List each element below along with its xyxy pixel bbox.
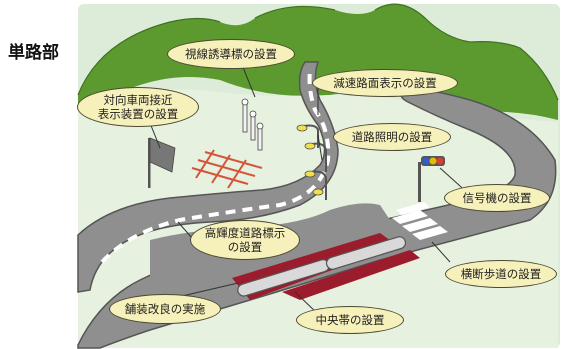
callout-median-strip: 中央帯の設置 (296, 306, 404, 334)
callout-visual-guidance: 視線誘導標の設置 (167, 39, 295, 69)
callout-oncoming-vehicle-display: 対向車両接近 表示装置の設置 (77, 87, 199, 127)
crosswalk-stripes (392, 202, 448, 240)
central-medians (237, 236, 407, 297)
callout-traffic-signal: 信号機の設置 (444, 184, 550, 212)
approach-warning-sign (148, 137, 176, 188)
callout-road-lighting: 道路照明の設置 (333, 123, 451, 151)
callout-crosswalk: 横断歩道の設置 (445, 260, 557, 288)
leader-lines (147, 54, 471, 315)
traffic-signal-icon (418, 156, 445, 202)
callout-high-brightness-marking: 高輝度道路標示 の設置 (190, 220, 300, 260)
callout-pavement-improvement: 舗装改良の実施 (109, 294, 221, 324)
lane-markings (100, 69, 331, 264)
guide-posts (241, 98, 264, 151)
callout-deceleration-marking: 減速路面表示の設置 (312, 69, 458, 97)
page-title: 単路部 (8, 43, 59, 63)
road-marking-grid (191, 149, 263, 189)
